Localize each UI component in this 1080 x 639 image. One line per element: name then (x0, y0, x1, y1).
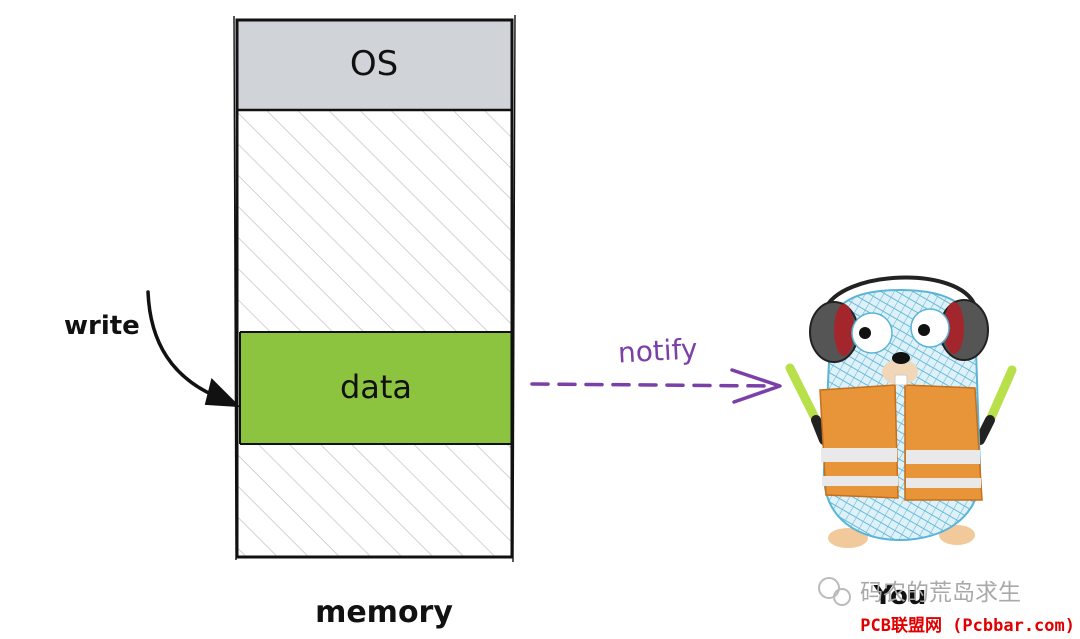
left-ear-muff-rim (834, 304, 854, 356)
notify-label: notify (617, 332, 698, 369)
sketch-stroke (233, 15, 237, 561)
vest-stripe (822, 476, 898, 486)
left-light-stick (785, 363, 821, 425)
wechat-icon (818, 577, 840, 599)
free-region-bottom (237, 444, 512, 557)
write-arrow-head (204, 378, 241, 408)
notify-arrow: notify (530, 332, 782, 404)
nose (892, 352, 910, 364)
data-label: data (340, 368, 412, 406)
data-block (240, 332, 512, 444)
right-light-stick-handle (975, 415, 995, 445)
wechat-icon-bubble (833, 588, 851, 606)
vest-stripe (906, 450, 980, 464)
write-arrow-shaft (146, 290, 227, 402)
notify-arrow-head (730, 368, 782, 404)
right-light-stick (985, 365, 1017, 425)
teeth (894, 374, 908, 386)
right-eye (910, 308, 950, 348)
right-ear-muff-rim (944, 302, 964, 354)
vest-stripe (906, 478, 981, 488)
notify-arrow-shaft (530, 382, 774, 388)
memory-outline (235, 18, 514, 559)
write-arrow: write (64, 290, 241, 408)
right-pupil (918, 324, 930, 336)
memory-column: OS data memory (233, 14, 516, 630)
memory-label: memory (315, 595, 453, 630)
watermark: 码农的荒岛求生 (818, 577, 1021, 606)
os-block (237, 20, 512, 110)
left-foot (828, 528, 868, 548)
os-label: OS (350, 44, 398, 84)
left-pupil (859, 327, 871, 339)
headband (823, 275, 977, 311)
safety-vest (819, 384, 983, 501)
snout (882, 359, 918, 385)
vest-right (904, 384, 983, 501)
right-foot (939, 525, 975, 545)
sketch-stroke (512, 14, 516, 563)
watermark-text: 码农的荒岛求生 (860, 580, 1021, 606)
free-region-top (237, 110, 512, 332)
gopher-illustration (785, 275, 1017, 548)
write-label: write (64, 311, 140, 341)
left-eye (851, 312, 893, 354)
you-label: You (873, 581, 927, 611)
vest-stripe (821, 448, 897, 462)
footer-source-text: PCB联盟网 (Pcbbar.com) (860, 616, 1075, 636)
